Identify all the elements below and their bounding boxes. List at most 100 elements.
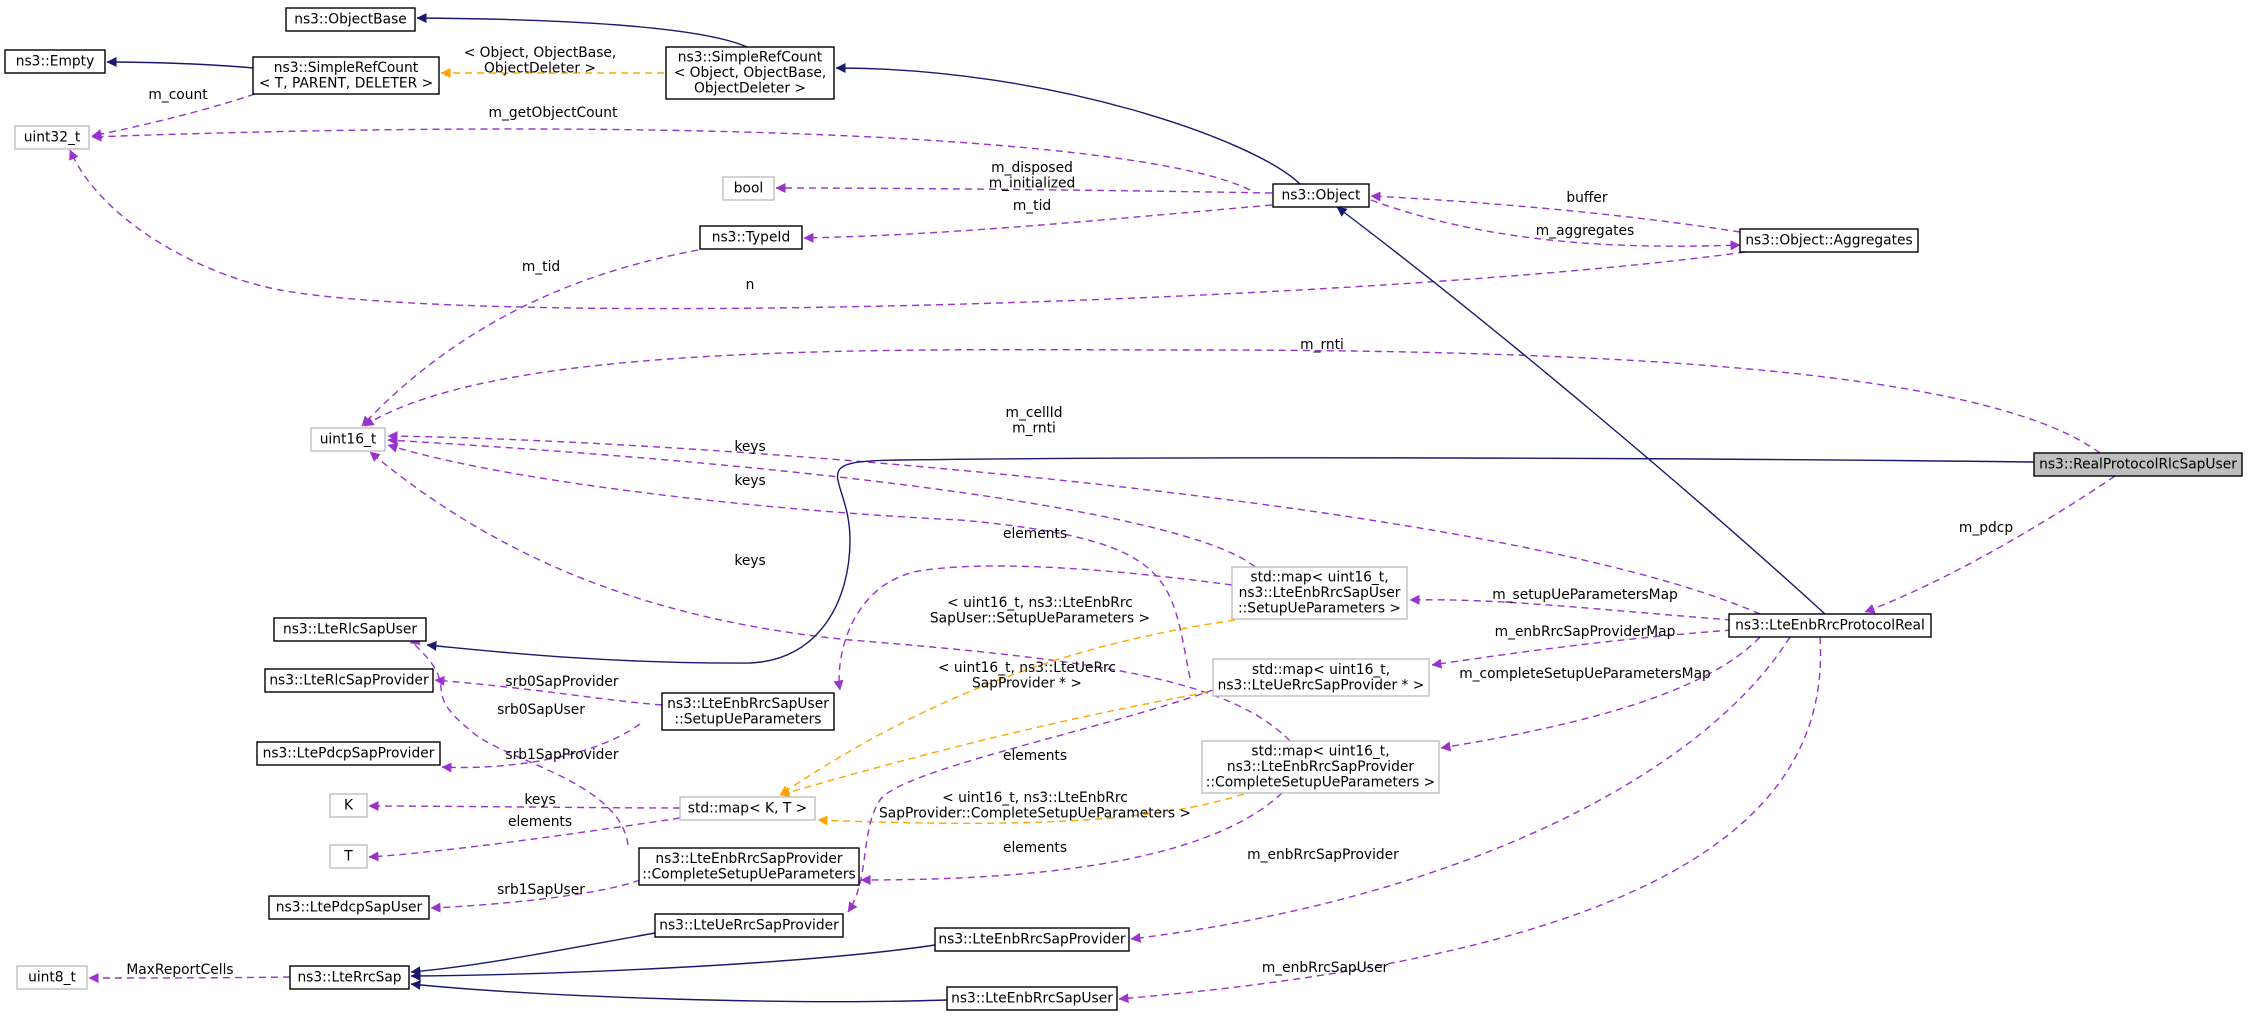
inheritance-edge-2 <box>106 57 254 69</box>
edge-label-m-complete-setup-ue-parameters-map: m_completeSetupUeParametersMap <box>1459 666 1711 682</box>
usage-edge-41 <box>88 972 291 983</box>
node-box <box>638 847 860 886</box>
node-t[interactable]: T <box>329 844 368 869</box>
node-lte-rlc-sap-provider[interactable]: ns3::LteRlcSapProvider <box>264 668 434 693</box>
edge-label-keys-2: keys <box>734 473 765 489</box>
edge-label-text: m_enbRrcSapProvider <box>1247 847 1399 863</box>
node-empty[interactable]: ns3::Empty <box>4 49 106 74</box>
node-lte-enb-rrc-protocol-real[interactable]: ns3::LteEnbRrcProtocolReal <box>1728 613 1932 638</box>
node-label: ns3::SimpleRefCount <box>274 60 419 76</box>
node-bool[interactable]: bool <box>722 176 775 201</box>
inheritance-edge-21 <box>1336 206 1826 615</box>
node-simple-ref-count-generic[interactable]: ns3::SimpleRefCount< T, PARENT, DELETER … <box>252 56 440 95</box>
node-label: ns3::ObjectBase <box>294 12 407 28</box>
node-label: ::SetupUeParameters > <box>1238 601 1401 617</box>
edge-label-text: m_rnti <box>1012 421 1056 437</box>
node-label: ns3::LteEnbRrcSapProvider <box>655 851 842 867</box>
node-label: std::map< uint16_t, <box>1251 744 1389 760</box>
edge-label-keys-k: keys <box>524 792 555 808</box>
usage-edge-34 <box>847 689 1214 913</box>
edge-label-text: MaxReportCells <box>126 962 233 978</box>
edge-label-text: m_setupUeParametersMap <box>1492 587 1678 603</box>
node-box <box>1201 740 1440 794</box>
node-box <box>2033 452 2243 477</box>
edge-label-text: keys <box>734 439 765 455</box>
node-label: uint32_t <box>24 130 81 146</box>
node-box <box>256 741 441 766</box>
node-box <box>16 965 88 990</box>
node-label: ::SetupUeParameters <box>674 711 821 727</box>
edge-label-elements-t: elements <box>508 814 572 830</box>
usage-edge-14 <box>387 431 1761 615</box>
edge-label-text: srb1SapUser <box>497 882 585 898</box>
usage-edge-22 <box>1409 594 1733 621</box>
node-label: ns3::TypeId <box>712 230 791 246</box>
edge-label-m-tid-object: m_tid <box>1013 198 1051 214</box>
node-lte-rrc-sap[interactable]: ns3::LteRrcSap <box>289 965 410 990</box>
template-edge-28 <box>779 619 1236 796</box>
node-real-protocol-rlc-sap-user[interactable]: ns3::RealProtocolRlcSapUser <box>2033 452 2243 477</box>
node-box <box>699 225 803 250</box>
node-setup-ue-parameters[interactable]: ns3::LteEnbRrcSapUser::SetupUeParameters <box>661 692 835 731</box>
template-edge-30 <box>817 789 1256 826</box>
node-std-map-k-t[interactable]: std::map< K, T > <box>679 796 816 821</box>
edge-label-text: m_cellId <box>1006 405 1063 421</box>
usage-edge-27 <box>409 635 629 846</box>
node-complete-setup-ue-parameters[interactable]: ns3::LteEnbRrcSapProvider::CompleteSetup… <box>638 847 860 886</box>
node-uint16-t[interactable]: uint16_t <box>310 427 386 452</box>
node-k[interactable]: K <box>329 793 368 818</box>
node-lte-enb-rrc-sap-provider[interactable]: ns3::LteEnbRrcSapProvider <box>934 927 1130 952</box>
edge-label-keys-3: keys <box>734 553 765 569</box>
inheritance-edge-39 <box>410 944 936 981</box>
edge-label-setup-ue-template: < uint16_t, ns3::LteEnbRrcSapUser::Setup… <box>930 595 1150 627</box>
node-object-aggregates[interactable]: ns3::Object::Aggregates <box>1739 228 1919 253</box>
usage-edge-12 <box>69 149 1746 310</box>
node-box <box>252 56 440 95</box>
node-lte-pdcp-sap-user[interactable]: ns3::LtePdcpSapUser <box>268 895 430 920</box>
node-map-ue-rrc-sap-provider[interactable]: std::map< uint16_t,ns3::LteUeRrcSapProvi… <box>1212 658 1430 697</box>
usage-edge-32 <box>368 817 681 862</box>
usage-edge-35 <box>430 879 641 913</box>
usage-edge-31 <box>368 801 681 812</box>
edge-label-m-tid-uint16: m_tid <box>522 259 560 275</box>
node-type-id[interactable]: ns3::TypeId <box>699 225 803 250</box>
node-box <box>722 176 775 201</box>
node-label: ns3::Object::Aggregates <box>1745 233 1912 249</box>
node-map-setup-ue-parameters[interactable]: std::map< uint16_t,ns3::LteEnbRrcSapUser… <box>1231 566 1408 620</box>
node-map-complete-setup-ue-parameters[interactable]: std::map< uint16_t,ns3::LteEnbRrcSapProv… <box>1201 740 1440 794</box>
usage-edge-9 <box>1370 191 1741 233</box>
node-box <box>1231 566 1408 620</box>
node-lte-rlc-sap-user[interactable]: ns3::LteRlcSapUser <box>273 617 427 642</box>
node-simple-ref-count-object[interactable]: ns3::SimpleRefCount< Object, ObjectBase,… <box>665 46 835 100</box>
node-lte-pdcp-sap-provider[interactable]: ns3::LtePdcpSapProvider <box>256 741 441 766</box>
edge-label-text: elements <box>1003 748 1067 764</box>
edge-label-text: m_enbRrcSapProviderMap <box>1495 624 1676 640</box>
edge-label-text: srb0SapUser <box>497 702 585 718</box>
node-label: ns3::LteUeRrcSapProvider * > <box>1218 677 1425 693</box>
node-box <box>1728 613 1932 638</box>
node-label: ns3::LteUeRrcSapProvider <box>659 918 839 934</box>
node-box <box>679 796 816 821</box>
node-box <box>310 427 386 452</box>
edge-label-keys-1: keys <box>734 439 765 455</box>
node-lte-ue-rrc-sap-provider[interactable]: ns3::LteUeRrcSapProvider <box>654 913 844 938</box>
node-object-base[interactable]: ns3::ObjectBase <box>285 7 416 32</box>
node-uint32-t[interactable]: uint32_t <box>14 125 90 150</box>
node-box <box>268 895 430 920</box>
node-box <box>654 913 844 938</box>
edge-label-m-setup-ue-parameters-map: m_setupUeParametersMap <box>1492 587 1678 603</box>
usage-edge-13 <box>363 348 2101 454</box>
inheritance-edge-18 <box>426 457 2035 664</box>
edge-label-text: SapProvider::CompleteSetupUeParameters > <box>879 806 1191 822</box>
edge-label-text: keys <box>734 473 765 489</box>
usage-edge-24 <box>1440 636 1761 752</box>
edge-label-text: m_disposed <box>991 160 1073 176</box>
node-label: bool <box>734 181 763 197</box>
node-lte-enb-rrc-sap-user[interactable]: ns3::LteEnbRrcSapUser <box>946 986 1118 1011</box>
edge-label-elements-2: elements <box>1003 748 1067 764</box>
node-uint8-t[interactable]: uint8_t <box>16 965 88 990</box>
node-object[interactable]: ns3::Object <box>1272 183 1370 208</box>
node-label: K <box>344 798 354 814</box>
node-box <box>14 125 90 150</box>
